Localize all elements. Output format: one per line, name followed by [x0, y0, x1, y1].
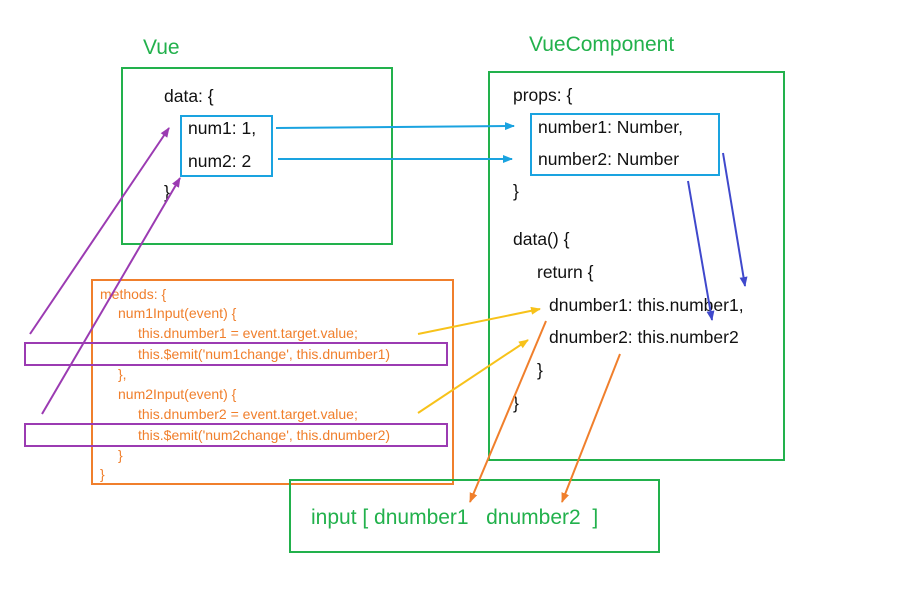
- methods-line: this.dnumber1 = event.target.value;: [138, 325, 358, 341]
- vc-props-close: }: [513, 181, 519, 201]
- arrow-dnumber1-to-input: [469, 320, 547, 503]
- arrow-assign-dnumber2: [417, 339, 529, 414]
- vc-data-open: data() {: [513, 229, 570, 249]
- vue-num2: num2: 2: [188, 151, 252, 171]
- input-box: [289, 479, 660, 553]
- methods-line: }: [118, 447, 123, 463]
- arrow-num1-to-number1: [275, 122, 515, 131]
- arrow-emit-num2change: [41, 177, 181, 415]
- methods-line: this.$emit('num1change', this.dnumber1): [138, 346, 391, 362]
- arrow-emit-num1change: [29, 127, 170, 335]
- vue-box: [121, 67, 393, 245]
- vc-dnumber1: dnumber1: this.number1,: [549, 295, 744, 315]
- vue-data-values-box: [180, 115, 273, 177]
- methods-line: },: [118, 366, 127, 382]
- arrow-number2-to-dnumber: [722, 152, 748, 287]
- vc-dnumber2: dnumber2: this.number2: [549, 327, 739, 347]
- vue-num1: num1: 1,: [188, 118, 257, 138]
- props-values-box: [530, 113, 720, 176]
- methods-line: this.dnumber2 = event.target.value;: [138, 406, 358, 422]
- arrow-number1-to-dnumber: [687, 180, 715, 321]
- vc-data-close: }: [513, 393, 519, 413]
- methods-line: this.$emit('num2change', this.dnumber2): [138, 427, 391, 443]
- methods-line: num1Input(event) {: [118, 305, 237, 321]
- vc-props-open: props: {: [513, 85, 573, 105]
- arrow-assign-dnumber1: [417, 306, 541, 335]
- methods-line: }: [100, 466, 105, 482]
- input-text: input [ dnumber1 dnumber2 ]: [311, 506, 599, 529]
- vue-data-close: }: [164, 182, 170, 202]
- methods-line: num2Input(event) {: [118, 386, 237, 402]
- vue-title: Vue: [143, 36, 180, 59]
- vc-prop-number2: number2: Number: [538, 149, 680, 169]
- vue-data-open: data: {: [164, 86, 214, 106]
- arrow-dnumber2-to-input: [561, 353, 621, 503]
- methods-box: [91, 279, 454, 485]
- methods-line: methods: {: [100, 286, 167, 302]
- vuecomponent-title: VueComponent: [529, 33, 675, 56]
- vc-prop-number1: number1: Number,: [538, 117, 683, 137]
- vc-return-open: return {: [537, 262, 594, 282]
- emit-num1change-highlight: [24, 342, 448, 366]
- emit-num2change-highlight: [24, 423, 448, 447]
- vc-return-close: }: [537, 360, 543, 380]
- vuecomponent-box: [488, 71, 785, 461]
